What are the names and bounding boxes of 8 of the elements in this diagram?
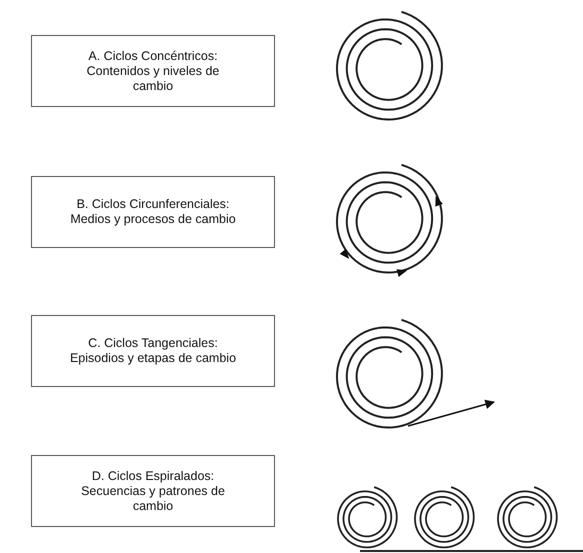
text-box [31, 176, 275, 248]
box-label: A. Ciclos Concéntricos: Contenidos y niveles de cambio [86, 48, 220, 94]
box-label: D. Ciclos Espiralados: Secuencias y patrones de cambio [80, 468, 226, 514]
box-label: B. Ciclos Circunferenciales: Medios y procesos de cambio [69, 197, 237, 227]
text-box [31, 455, 275, 527]
text-box [31, 35, 275, 107]
text-box [31, 315, 275, 387]
box-label: C. Ciclos Tangenciales: Episodios y etapas de cambio [68, 336, 238, 366]
